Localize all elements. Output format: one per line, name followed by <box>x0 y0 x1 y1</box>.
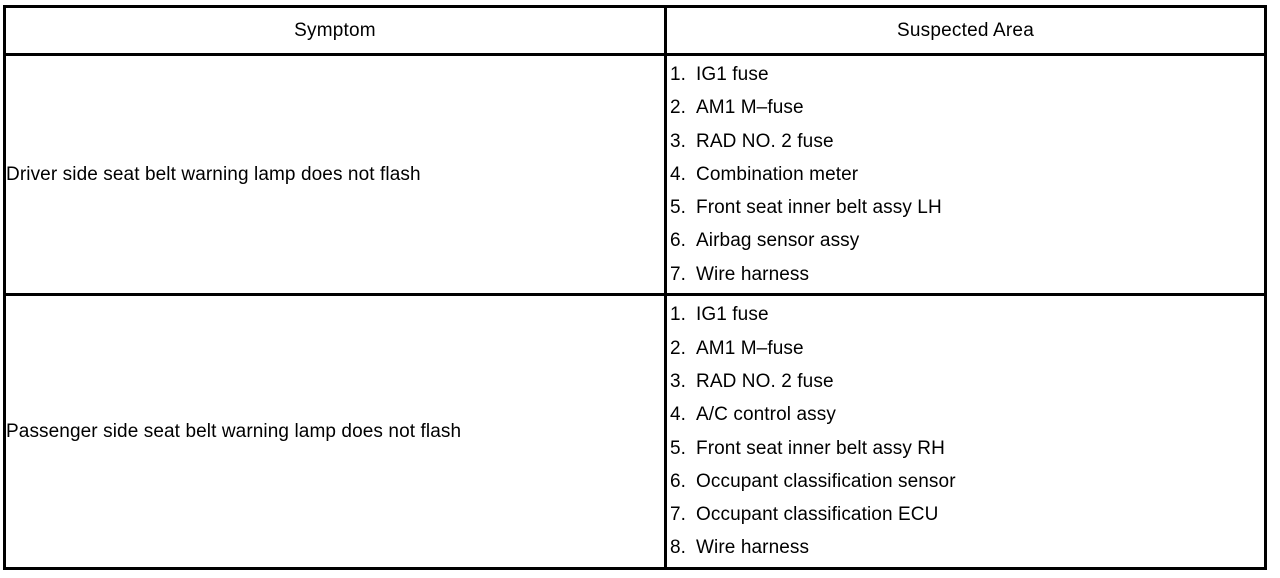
list-item: 2. AM1 M–fuse <box>667 332 1264 365</box>
list-item: 3. RAD NO. 2 fuse <box>667 365 1264 398</box>
column-header-suspected-area-label: Suspected Area <box>897 20 1034 41</box>
list-item-label: Occupant classification ECU <box>696 504 939 526</box>
list-item: 7. Occupant classification ECU <box>667 498 1264 531</box>
list-item-label: Wire harness <box>696 263 810 285</box>
list-item-label: Front seat inner belt assy LH <box>696 197 942 219</box>
list-item: 7. Wire harness <box>667 258 1264 291</box>
list-item-label: Airbag sensor assy <box>696 230 860 252</box>
list-item-number: 5. <box>670 437 687 459</box>
list-item-number: 8. <box>670 537 687 559</box>
list-item-label: RAD NO. 2 fuse <box>696 370 834 392</box>
suspected-area-cell-passenger: 1. IG1 fuse 2. AM1 M–fuse 3. RAD NO. 2 fuse… <box>664 293 1267 570</box>
suspected-area-list: 1. IG1 fuse 2. AM1 M–fuse 3. RAD NO. 2 fuse… <box>667 298 1264 564</box>
list-item-label: Front seat inner belt assy RH <box>696 437 945 459</box>
table-body: Driver side seat belt warning lamp does … <box>3 52 1267 570</box>
list-item-label: AM1 M–fuse <box>696 97 804 119</box>
list-item-number: 7. <box>670 504 687 526</box>
symptom-text: Driver side seat belt warning lamp does … <box>6 163 421 185</box>
list-item-label: IG1 fuse <box>696 304 769 326</box>
list-item: 5. Front seat inner belt assy LH <box>667 191 1264 224</box>
diagnostic-symptom-table: Symptom Suspected Area Driver side seat … <box>3 5 1267 570</box>
list-item-label: A/C control assy <box>696 404 836 426</box>
list-item-label: Occupant classification sensor <box>696 470 956 492</box>
column-header-symptom: Symptom <box>3 5 667 56</box>
list-item-label: Combination meter <box>696 163 859 185</box>
suspected-area-list: 1. IG1 fuse 2. AM1 M–fuse 3. RAD NO. 2 fuse… <box>667 58 1264 291</box>
list-item-number: 2. <box>670 97 687 119</box>
table-header-row: Symptom Suspected Area <box>3 5 1267 56</box>
list-item: 6. Airbag sensor assy <box>667 224 1264 257</box>
list-item: 4. Combination meter <box>667 158 1264 191</box>
list-item-number: 6. <box>670 230 687 252</box>
list-item-number: 2. <box>670 337 687 359</box>
list-item-number: 3. <box>670 370 687 392</box>
list-item-label: Wire harness <box>696 537 810 559</box>
list-item: 1. IG1 fuse <box>667 58 1264 91</box>
list-item-number: 7. <box>670 263 687 285</box>
suspected-area-cell-driver: 1. IG1 fuse 2. AM1 M–fuse 3. RAD NO. 2 fuse… <box>664 52 1267 297</box>
symptom-text: Passenger side seat belt warning lamp do… <box>6 420 462 442</box>
list-item-number: 1. <box>670 304 687 326</box>
table-row: Driver side seat belt warning lamp does … <box>3 52 1267 297</box>
list-item: 5. Front seat inner belt assy RH <box>667 432 1264 465</box>
list-item-number: 4. <box>670 163 687 185</box>
list-item: 6. Occupant classification sensor <box>667 465 1264 498</box>
table-header: Symptom Suspected Area <box>3 5 1267 56</box>
table-row: Passenger side seat belt warning lamp do… <box>3 293 1267 570</box>
list-item-label: IG1 fuse <box>696 63 769 85</box>
list-item: 1. IG1 fuse <box>667 298 1264 331</box>
symptom-cell-passenger: Passenger side seat belt warning lamp do… <box>3 293 667 570</box>
list-item-label: RAD NO. 2 fuse <box>696 130 834 152</box>
list-item-number: 4. <box>670 404 687 426</box>
list-item: 4. A/C control assy <box>667 398 1264 431</box>
list-item-number: 5. <box>670 197 687 219</box>
list-item-label: AM1 M–fuse <box>696 337 804 359</box>
list-item: 2. AM1 M–fuse <box>667 91 1264 124</box>
symptom-cell-driver: Driver side seat belt warning lamp does … <box>3 52 667 297</box>
column-header-suspected-area: Suspected Area <box>664 5 1267 56</box>
list-item-number: 3. <box>670 130 687 152</box>
column-header-symptom-label: Symptom <box>294 20 376 41</box>
list-item-number: 1. <box>670 63 687 85</box>
list-item: 3. RAD NO. 2 fuse <box>667 125 1264 158</box>
list-item-number: 6. <box>670 470 687 492</box>
list-item: 8. Wire harness <box>667 531 1264 564</box>
